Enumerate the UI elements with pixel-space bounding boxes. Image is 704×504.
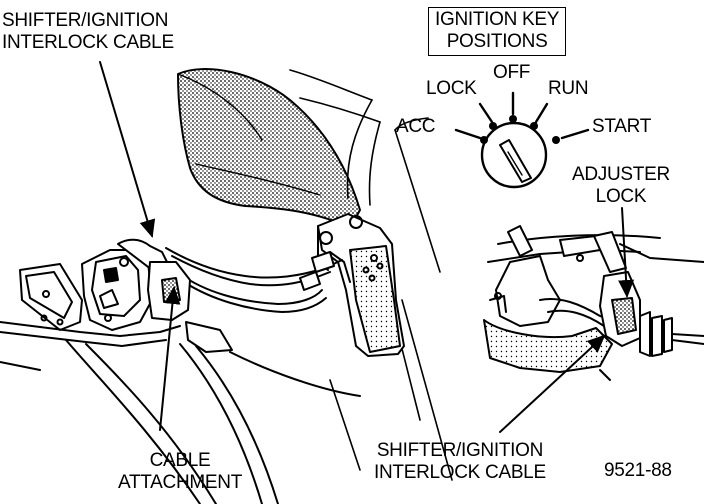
key-position-ticks xyxy=(454,91,590,140)
arrow-cable-attachment xyxy=(159,286,181,431)
key-positions-line1: IGNITION KEY xyxy=(435,9,560,30)
leader-arrows xyxy=(99,61,635,433)
cable-attachment-line2: ATTACHMENT xyxy=(118,472,243,493)
key-position-dots xyxy=(480,115,560,144)
steering-column-shroud xyxy=(177,68,361,229)
key-positions-line2: POSITIONS xyxy=(446,31,548,52)
bottom-cable-label: SHIFTER/IGNITION INTERLOCK CABLE xyxy=(374,440,546,484)
key-pos-run: RUN xyxy=(548,78,589,99)
interlock-cable-run xyxy=(165,247,343,313)
top-cable-label: SHIFTER/IGNITION INTERLOCK CABLE xyxy=(2,10,174,54)
column-bracket-plate xyxy=(317,213,405,357)
adjuster-lock-line1: ADJUSTER xyxy=(572,164,670,185)
key-pos-start: START xyxy=(592,116,652,137)
arrow-top-cable xyxy=(99,61,156,238)
top-cable-label-line1: SHIFTER/IGNITION xyxy=(2,10,169,31)
adjuster-detail-inset xyxy=(483,225,704,381)
key-pos-off: OFF xyxy=(493,62,531,83)
ignition-key-dial xyxy=(480,121,548,189)
key-pos-acc: ACC xyxy=(396,116,436,137)
adjuster-lock-line2: LOCK xyxy=(595,186,647,207)
cable-attachment-line1: CABLE xyxy=(149,450,211,471)
bottom-cable-line1: SHIFTER/IGNITION xyxy=(376,440,544,461)
arrow-adjuster-lock xyxy=(618,207,635,298)
bottom-cable-line2: INTERLOCK CABLE xyxy=(374,462,546,483)
top-cable-label-line2: INTERLOCK CABLE xyxy=(2,32,174,53)
key-positions-box: IGNITION KEY POSITIONS xyxy=(428,7,567,56)
figure-number: 9521-88 xyxy=(604,460,672,481)
arrow-bottom-cable xyxy=(499,334,606,433)
key-pos-lock: LOCK xyxy=(426,78,477,99)
cable-attachment-label: CABLE ATTACHMENT xyxy=(118,450,242,494)
shifter-mechanism xyxy=(0,238,361,504)
adjuster-lock-label: ADJUSTER LOCK xyxy=(572,164,670,208)
